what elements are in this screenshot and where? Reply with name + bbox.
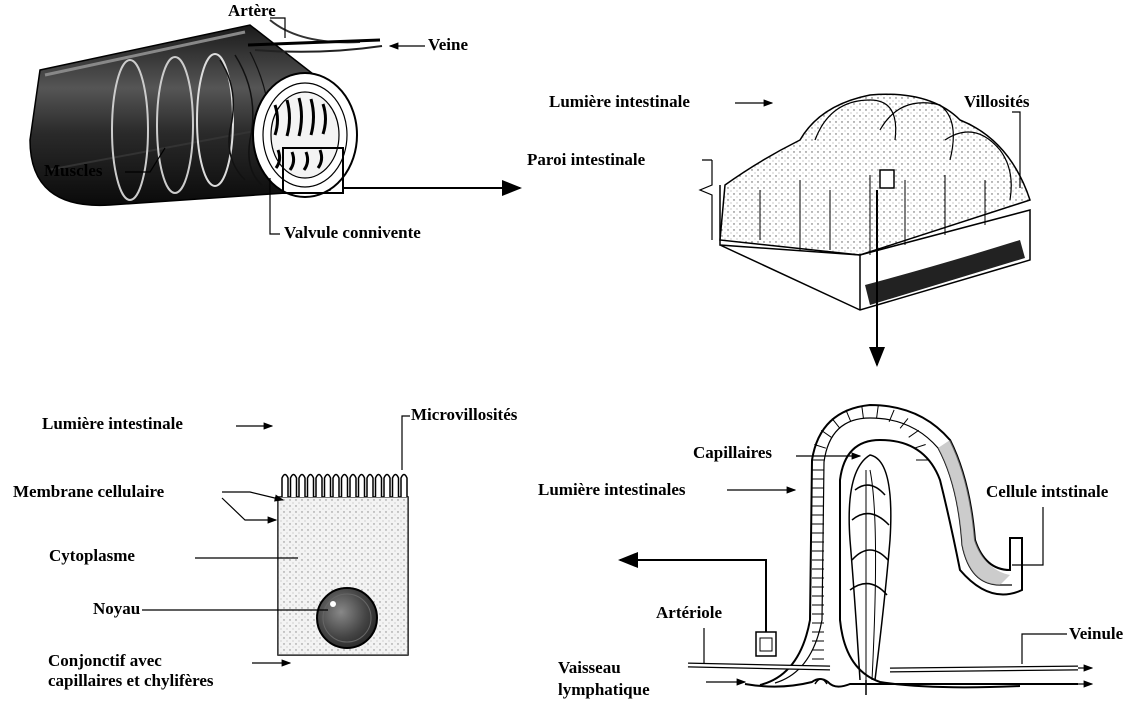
- cell-leader: [1012, 507, 1043, 565]
- microvillus: [316, 475, 322, 498]
- microvillus: [367, 475, 373, 498]
- microvillus: [333, 475, 339, 498]
- microvillus: [384, 475, 390, 498]
- microvillus: [282, 475, 288, 498]
- microvillus: [291, 475, 297, 498]
- muscles-label: Muscles: [44, 162, 103, 181]
- cell-lumen-label: Lumière intestinale: [42, 415, 183, 434]
- venule-leader: [1022, 634, 1067, 664]
- capillaries-label: Capillaires: [693, 444, 772, 463]
- epithelial-cell-line: [821, 430, 831, 437]
- microvilli-label: Microvillosités: [411, 406, 517, 425]
- microvilli-leader: [402, 416, 410, 470]
- cytoplasm-label: Cytoplasme: [49, 547, 135, 566]
- wall-label: Paroi intestinale: [527, 151, 645, 170]
- villi-label: Villosités: [964, 93, 1029, 112]
- epithelial-cell-line: [909, 430, 919, 437]
- membrane-leader-top: [222, 492, 283, 500]
- microvillus: [401, 475, 407, 498]
- microvillus: [342, 475, 348, 498]
- microvillus: [350, 475, 356, 498]
- venule-label: Veinule: [1069, 625, 1123, 644]
- connective-label-1: Conjonctif avec: [48, 652, 162, 671]
- epithelial-cell-line: [914, 445, 926, 449]
- epithelial-cell-line: [832, 418, 840, 428]
- microvillus: [308, 475, 314, 498]
- vein-label: Veine: [428, 36, 468, 55]
- wall-lumen-label: Lumière intestinale: [549, 93, 690, 112]
- microvillus: [376, 475, 382, 498]
- connective-label-2: capillaires et chylifères: [48, 672, 214, 691]
- microvillus: [393, 475, 399, 498]
- valve-label: Valvule connivente: [284, 224, 421, 243]
- membrane-leader-side: [222, 498, 276, 520]
- microvillus: [299, 475, 305, 498]
- nucleus-label: Noyau: [93, 600, 140, 619]
- microvillus: [325, 475, 331, 498]
- cell-intestinale-label: Cellule intstinale: [986, 483, 1108, 502]
- microvillus: [359, 475, 365, 498]
- lymph-label-1: Vaisseau: [558, 659, 621, 678]
- villus-lumen-label: Lumière intestinales: [538, 481, 685, 500]
- arteriole-label: Artériole: [656, 604, 722, 623]
- epithelial-cell-line: [862, 406, 864, 419]
- lymph-label-2: lymphatique: [558, 681, 650, 700]
- wall-bracket: [700, 160, 712, 240]
- enterocyte-drawing: [278, 475, 408, 656]
- epithelial-cell-line: [846, 410, 851, 422]
- intestinal-wall-drawing: [720, 94, 1030, 310]
- artery-label: Artère: [228, 2, 276, 21]
- membrane-label: Membrane cellulaire: [13, 483, 164, 502]
- epithelial-cell-line: [877, 406, 879, 419]
